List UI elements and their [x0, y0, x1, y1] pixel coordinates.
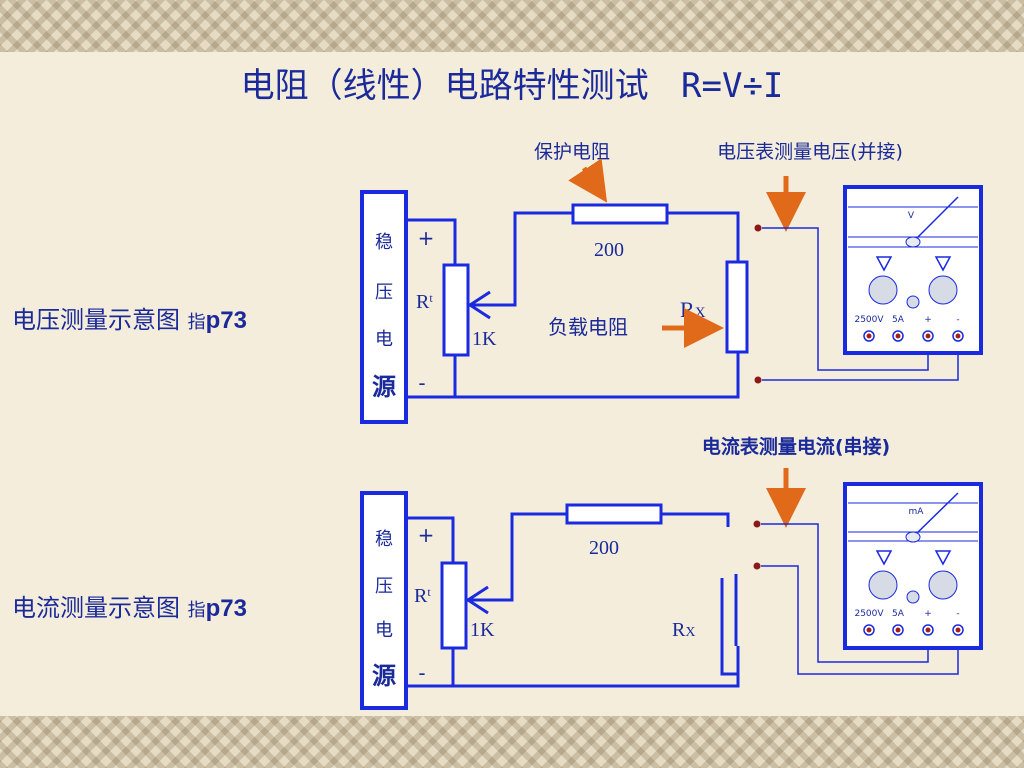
ammeter-label: 电流表测量电流(串接) — [702, 435, 890, 458]
terminal-label: + — [924, 609, 932, 619]
rx-label: RX — [680, 297, 706, 322]
protection-resistor — [571, 203, 669, 225]
source-char: 电 — [375, 329, 393, 350]
ammeter: mA 2500V 5A + - — [843, 482, 983, 650]
source-char: 源 — [372, 373, 396, 401]
terminal-label: 2500V — [854, 609, 884, 619]
voltage-diagram-title: 电压测量示意图 — [12, 306, 180, 334]
voltmeter: V 2500V 5A + - — [843, 185, 983, 355]
power-supply-box — [360, 190, 408, 424]
source-char: 压 — [375, 282, 393, 303]
range-knob[interactable] — [928, 570, 958, 600]
voltmeter-label: 电压表测量电压(并接) — [717, 141, 903, 163]
rt-value: 1K — [470, 619, 495, 641]
power-supply-box — [360, 491, 408, 710]
slide-title: 电阻（线性）电路特性测试 R=V÷I — [0, 58, 1024, 107]
range-knob[interactable] — [868, 275, 898, 305]
voltage-circuit: 稳 压 电 源 + - Rt 1K 200 保护电阻 RX 负载电阻 — [360, 141, 983, 424]
current-diagram-label: 电流测量示意图 指p73 — [12, 588, 247, 623]
current-ref-prefix: 指 — [187, 600, 206, 621]
terminal-label: - — [956, 315, 959, 325]
rt-label: Rt — [416, 291, 433, 313]
probe-point — [754, 224, 762, 232]
source-char: 稳 — [375, 232, 393, 253]
rheostat-rt — [442, 263, 470, 357]
rt-label: Rt — [414, 585, 431, 607]
source-char: 稳 — [375, 529, 393, 550]
range-knob[interactable] — [868, 570, 898, 600]
voltage-ref-page: p73 — [205, 307, 247, 334]
minus-terminal: - — [418, 371, 425, 395]
current-ref-page: p73 — [205, 595, 247, 622]
rheostat-wiper-arrow — [465, 585, 489, 615]
probe-point — [754, 376, 762, 384]
current-diagram-title: 电流测量示意图 — [12, 594, 180, 622]
voltage-ref-prefix: 指 — [187, 312, 206, 333]
probe-point — [753, 562, 761, 570]
bottom-decorative-band — [0, 716, 1024, 768]
meter-needle — [912, 492, 959, 538]
wires — [406, 512, 740, 688]
terminal-label: 5A — [892, 609, 905, 619]
terminal-label: 2500V — [854, 315, 884, 325]
protection-resistor — [565, 503, 663, 525]
terminal-label: - — [956, 609, 959, 619]
probe-point — [753, 520, 761, 528]
plus-terminal: + — [418, 523, 435, 547]
meter-terminals[interactable] — [863, 624, 964, 636]
rt-value: 1K — [472, 328, 497, 350]
plus-terminal: + — [418, 226, 435, 250]
rheostat-wiper-arrow — [467, 290, 491, 320]
meter-unit: mA — [909, 507, 925, 517]
terminal-label: 5A — [892, 315, 905, 325]
rx-label: RX — [672, 619, 695, 641]
protection-resistor-label: 保护电阻 — [534, 141, 610, 163]
meter-terminals[interactable] — [863, 330, 964, 342]
range-knob[interactable] — [928, 275, 958, 305]
load-resistor-rx — [725, 260, 749, 354]
minus-terminal: - — [418, 661, 425, 685]
source-char: 源 — [372, 662, 396, 690]
meter-unit: V — [908, 211, 915, 221]
load-resistor-label: 负载电阻 — [548, 315, 628, 339]
title-text: 电阻（线性）电路特性测试 — [240, 66, 649, 106]
protection-resistor-value: 200 — [594, 239, 624, 261]
title-formula: R=V÷I — [681, 66, 784, 106]
protection-arrow — [568, 158, 608, 203]
voltage-diagram-label: 电压测量示意图 指p73 — [12, 300, 247, 335]
terminal-label: + — [924, 315, 932, 325]
rheostat-rt — [440, 561, 468, 650]
meter-leads — [761, 523, 959, 675]
top-decorative-band — [0, 0, 1024, 52]
meter-needle — [912, 196, 959, 243]
wires — [406, 211, 740, 399]
current-circuit: 稳 压 电 源 + - Rt 1K 200 RX 电流表测量电流(串接) — [360, 435, 983, 710]
source-char: 电 — [375, 620, 393, 641]
protection-resistor-value: 200 — [589, 537, 619, 559]
source-char: 压 — [375, 576, 393, 597]
